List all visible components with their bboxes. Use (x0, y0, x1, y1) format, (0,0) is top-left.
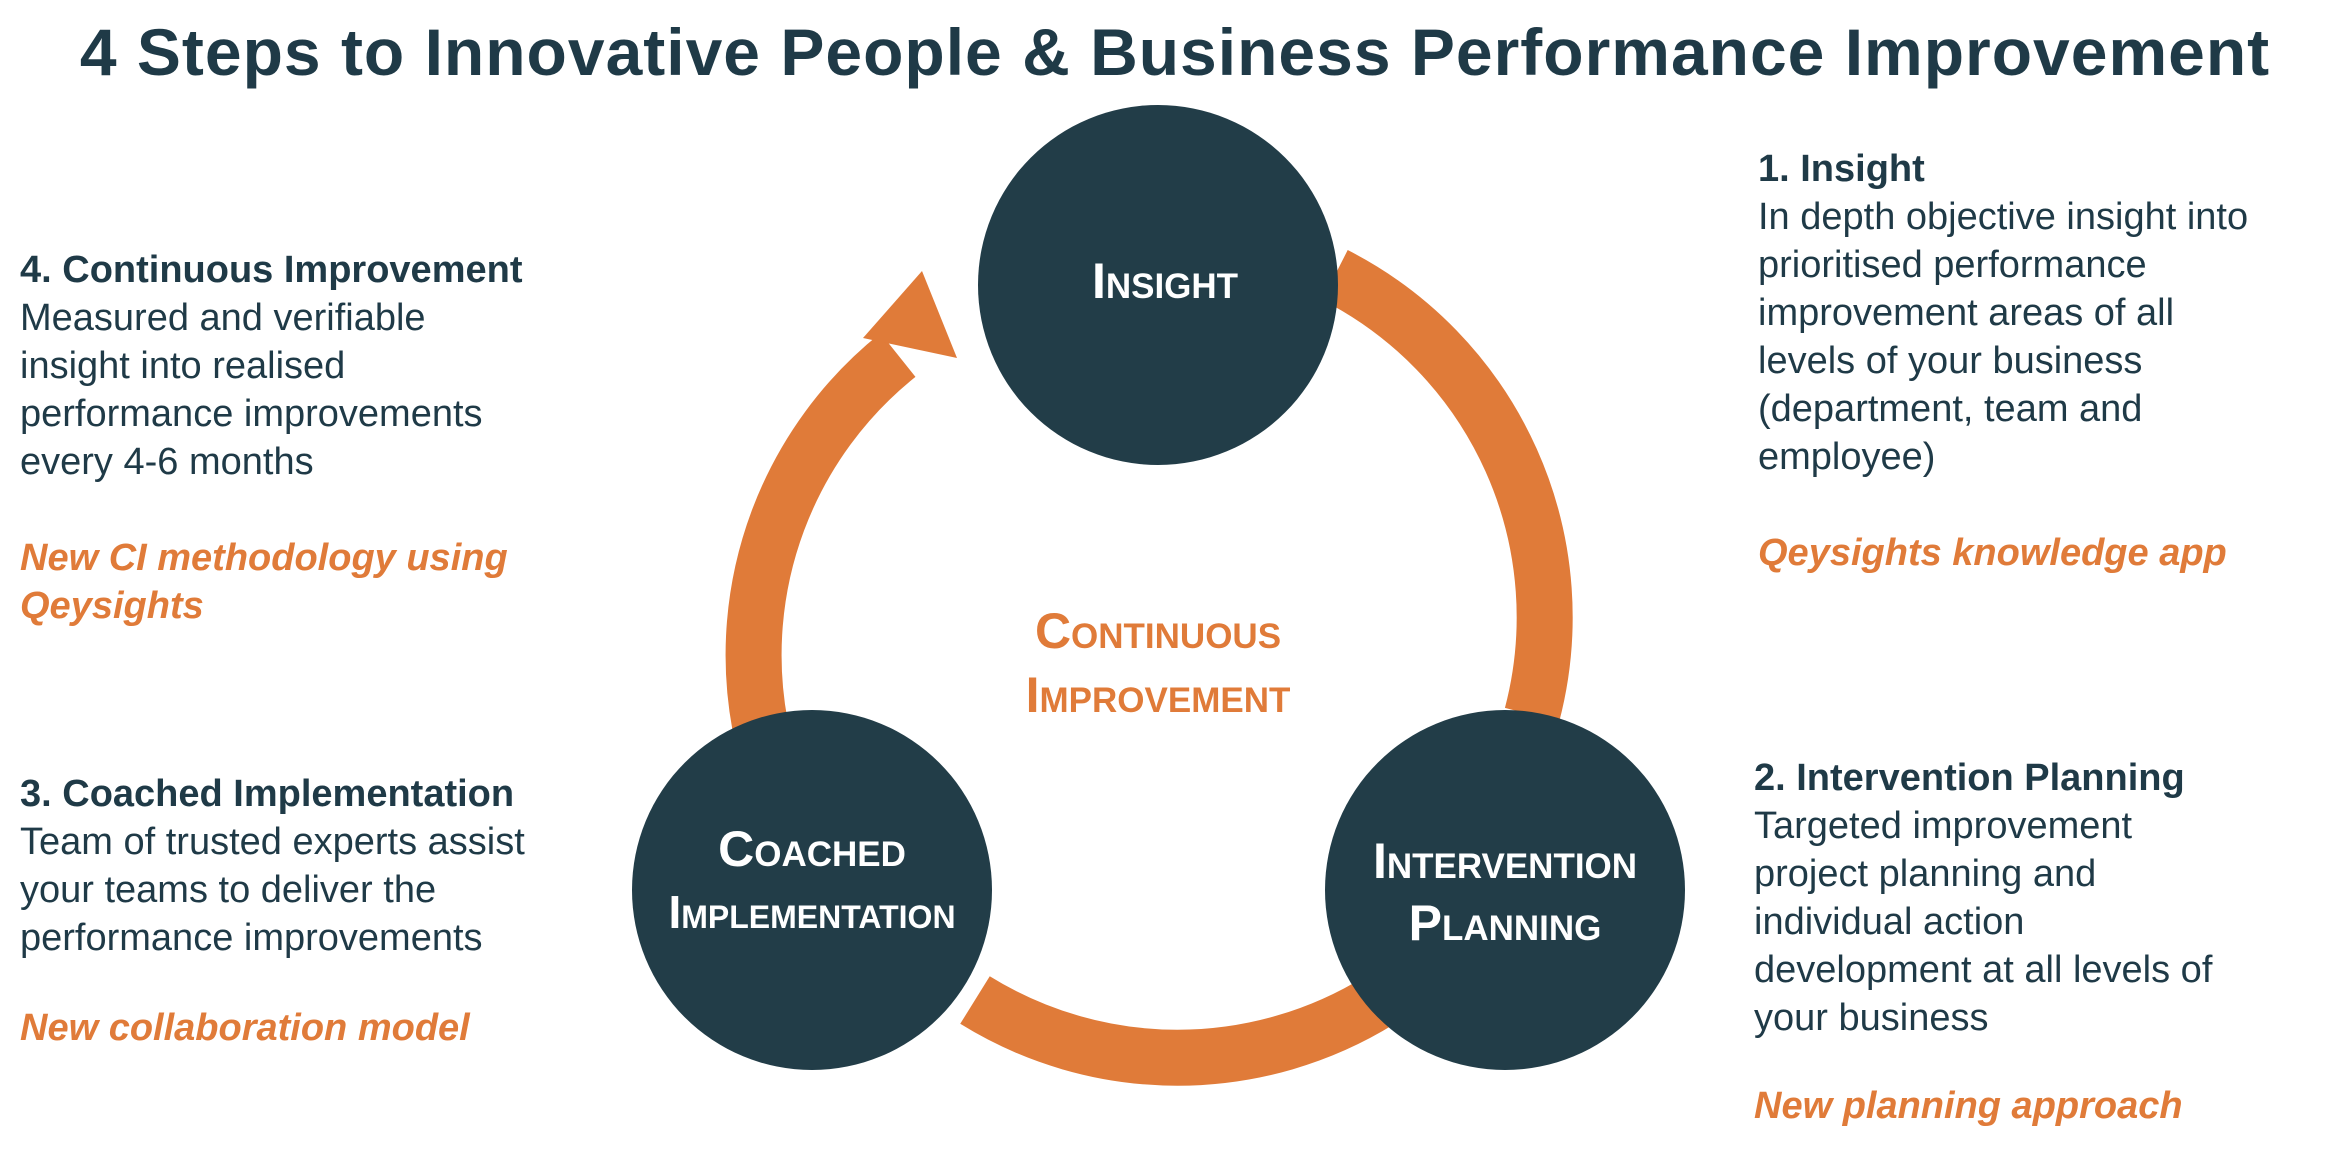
step-coached-panel: 3. Coached Implementation Team of truste… (20, 770, 600, 1052)
step-description: Team of trusted experts assist your team… (20, 821, 525, 959)
step-intervention-panel: 2. Intervention Planning Targeted improv… (1754, 754, 2314, 1130)
center-label-1: Continuous (1035, 603, 1281, 659)
coached-node-label-1: Coached (718, 821, 906, 877)
step-heading: 3. Coached Implementation (20, 773, 515, 815)
insight-node-label: Insight (1092, 253, 1238, 309)
cycle-arrow-bottom (960, 976, 1395, 1086)
step-insight-panel: 1. Insight In depth objective insight in… (1758, 145, 2338, 577)
step-note: New collaboration model (20, 1007, 470, 1049)
step-continuous-panel: 4. Continuous Improvement Measured and v… (20, 246, 600, 630)
intervention-node-label-2: Planning (1409, 895, 1602, 951)
intervention-node (1325, 710, 1685, 1070)
cycle-arrowhead (863, 271, 957, 358)
step-heading: 2. Intervention Planning (1754, 757, 2185, 799)
step-heading: 1. Insight (1758, 148, 1925, 190)
insight-node (978, 105, 1338, 465)
intervention-node-label-1: Intervention (1373, 833, 1637, 889)
cycle-arrow-right (1322, 250, 1573, 723)
step-note: New CI methodology using Qeysights (20, 537, 508, 627)
step-note: Qeysights knowledge app (1758, 532, 2227, 574)
step-description: In depth objective insight into prioriti… (1758, 196, 2249, 478)
cycle-arrow-left (725, 333, 916, 731)
center-label-2: Improvement (1026, 667, 1291, 723)
coached-node (632, 710, 992, 1070)
page-title: 4 Steps to Innovative People & Business … (79, 15, 2271, 89)
step-description: Measured and verifiable insight into rea… (20, 297, 483, 483)
step-note: New planning approach (1754, 1085, 2183, 1127)
step-description: Targeted improvement project planning an… (1754, 805, 2213, 1039)
step-heading: 4. Continuous Improvement (20, 249, 523, 291)
coached-node-label-2: Implementation (668, 886, 955, 938)
